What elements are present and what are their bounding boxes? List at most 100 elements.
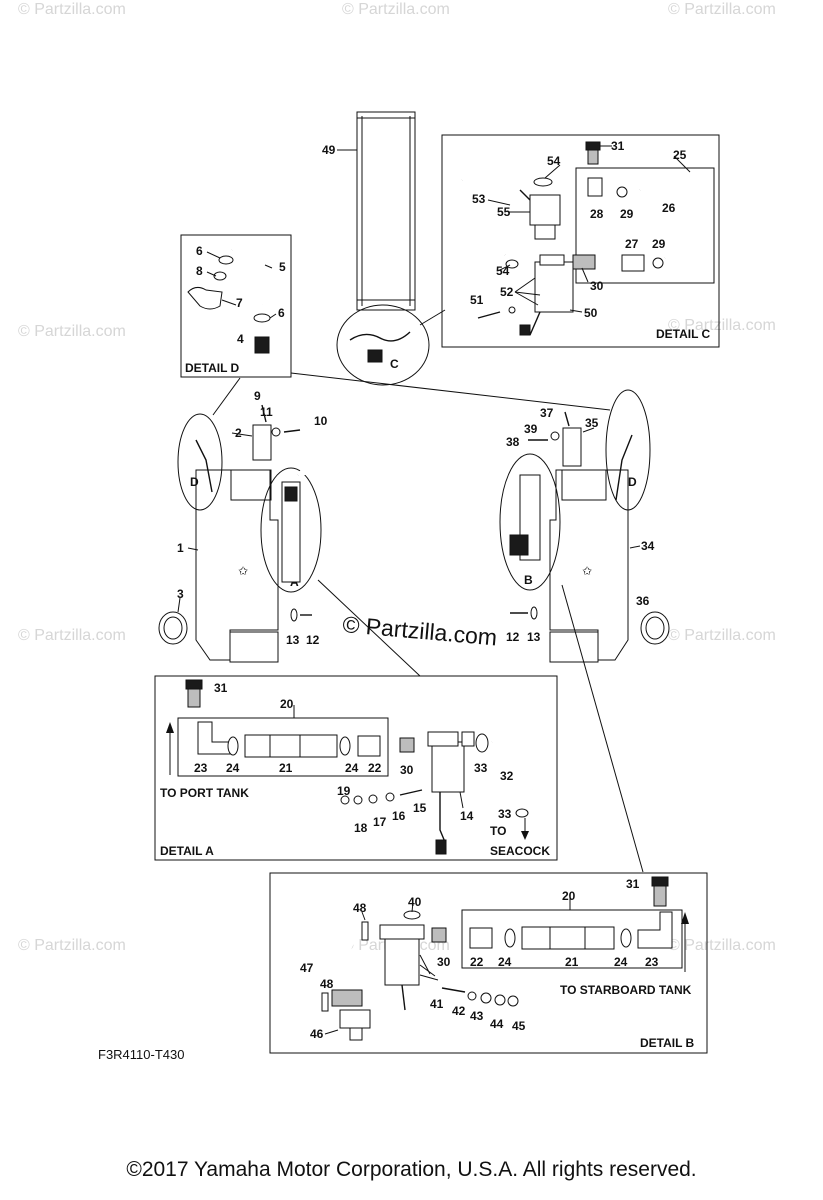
label-45: 45	[512, 1019, 526, 1033]
label-21a: 21	[279, 761, 293, 775]
label-5: 5	[279, 260, 286, 274]
label-13b: 13	[527, 630, 541, 644]
label-2: 2	[235, 426, 242, 440]
detail-d-link	[290, 372, 611, 411]
copyright-footer: ©2017 Yamaha Motor Corporation, U.S.A. A…	[126, 1158, 697, 1181]
star-mark: ✩	[238, 564, 248, 578]
label-24d: 24	[614, 955, 628, 969]
label-4: 4	[237, 332, 244, 346]
label-13: 13	[286, 633, 300, 647]
label-12: 12	[306, 633, 320, 647]
label-48a: 48	[353, 901, 367, 915]
label-29: 29	[620, 207, 634, 221]
left-tank: ✩ 3 1 D A 2 9 11 10 13 12	[158, 389, 328, 663]
callout-c: C	[336, 304, 446, 386]
watermark: © Partzilla.com	[18, 937, 126, 954]
callout-d-left: D	[190, 475, 199, 489]
label-47: 47	[300, 961, 314, 975]
label-26: 26	[662, 201, 676, 215]
label-53: 53	[472, 192, 486, 206]
callout-b: B	[524, 573, 533, 587]
label-16: 16	[392, 809, 406, 823]
seacock-label: SEACOCK	[490, 844, 550, 858]
label-29b: 29	[652, 237, 666, 251]
label-22b: 22	[470, 955, 484, 969]
watermark: © Partzilla.com	[668, 937, 776, 954]
label-6b: 6	[278, 306, 285, 320]
watermark: © Partzilla.com	[18, 323, 126, 340]
label-36: 36	[636, 594, 650, 608]
label-39: 39	[524, 422, 538, 436]
label-34: 34	[641, 539, 655, 553]
label-43: 43	[470, 1009, 484, 1023]
watermark: © Partzilla.com	[668, 627, 776, 644]
label-18: 18	[354, 821, 368, 835]
label-24b: 24	[345, 761, 359, 775]
label-17: 17	[373, 815, 387, 829]
label-52: 52	[500, 285, 514, 299]
label-20a: 20	[280, 697, 294, 711]
label-19: 19	[337, 784, 351, 798]
label-6: 6	[196, 244, 203, 258]
detail-b-title: DETAIL B	[640, 1036, 695, 1050]
label-11: 11	[260, 405, 273, 419]
label-33a: 33	[474, 761, 488, 775]
label-32: 32	[500, 769, 514, 783]
label-27: 27	[625, 237, 639, 251]
detail-d-link-left	[212, 377, 241, 416]
label-31: 31	[611, 139, 625, 153]
label-3: 3	[177, 587, 184, 601]
label-54b: 54	[496, 264, 510, 278]
center-watermark: © Partzilla.com	[342, 611, 499, 650]
label-28: 28	[590, 207, 604, 221]
label-1: 1	[177, 541, 184, 555]
label-40: 40	[408, 895, 422, 909]
starboard-tank-label: TO STARBOARD TANK	[560, 983, 692, 997]
label-48b: 48	[320, 977, 334, 991]
label-24c: 24	[498, 955, 512, 969]
watermark: © Partzilla.com	[668, 317, 776, 334]
label-38: 38	[506, 435, 520, 449]
label-51: 51	[470, 293, 484, 307]
label-42: 42	[452, 1004, 466, 1018]
star-mark: ✩	[582, 564, 592, 578]
label-49: 49	[322, 143, 336, 157]
detail-d: DETAIL D 6 8 5 7 6 4	[180, 234, 292, 378]
label-14: 14	[460, 809, 474, 823]
label-20b: 20	[562, 889, 576, 903]
label-54: 54	[547, 154, 561, 168]
right-tank: ✩ 36 34 D B 35 37 39 38 12 13	[499, 389, 670, 663]
label-33b: 33	[498, 807, 512, 821]
label-8: 8	[196, 264, 203, 278]
label-41: 41	[430, 997, 444, 1011]
label-37: 37	[540, 406, 554, 420]
label-31c: 31	[626, 877, 640, 891]
label-50: 50	[584, 306, 598, 320]
callout-b-link	[561, 584, 644, 873]
part-49-bag: 49	[322, 111, 416, 311]
label-30a: 30	[400, 763, 414, 777]
watermark: © Partzilla.com	[18, 627, 126, 644]
label-31a: 31	[214, 681, 228, 695]
label-21b: 21	[565, 955, 579, 969]
callout-c-label: C	[390, 357, 399, 371]
label-30b: 30	[437, 955, 451, 969]
label-25: 25	[673, 148, 687, 162]
detail-a: DETAIL A 31 20 23 24 21 24 22 TO PORT TA…	[154, 675, 558, 861]
label-7: 7	[236, 296, 243, 310]
to-label: TO	[490, 824, 506, 838]
detail-b: DETAIL B 47 48 48 46 40 30 22 24	[269, 872, 708, 1054]
watermark: © Partzilla.com	[668, 1, 776, 18]
label-46: 46	[310, 1027, 324, 1041]
callout-a-link	[317, 579, 421, 677]
detail-c-title: DETAIL C	[656, 327, 711, 341]
callout-d-right: D	[628, 475, 637, 489]
detail-d-title: DETAIL D	[185, 361, 240, 375]
label-12b: 12	[506, 630, 520, 644]
label-23a: 23	[194, 761, 208, 775]
label-22a: 22	[368, 761, 382, 775]
figure-code: F3R4110-T430	[98, 1047, 184, 1062]
label-30c: 30	[590, 279, 604, 293]
port-tank-label: TO PORT TANK	[160, 786, 249, 800]
